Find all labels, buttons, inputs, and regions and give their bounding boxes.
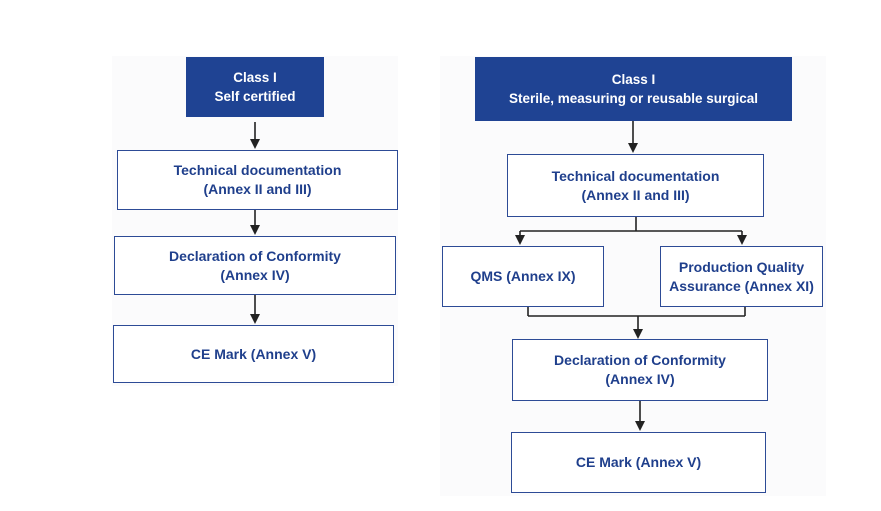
- right-header-class-i-sterile: Class I Sterile, measuring or reusable s…: [475, 57, 792, 121]
- left-header-class-i-self-certified: Class I Self certified: [186, 57, 324, 117]
- right-doc-line2: (Annex IV): [605, 371, 675, 387]
- left-techdoc-line2: (Annex II and III): [203, 181, 312, 197]
- right-qms-box: QMS (Annex IX): [442, 246, 604, 307]
- left-doc-line1: Declaration of Conformity: [169, 247, 341, 264]
- left-technical-documentation-box: Technical documentation (Annex II and II…: [117, 150, 398, 210]
- left-techdoc-line1: Technical documentation: [173, 162, 342, 178]
- right-ce-mark-box: CE Mark (Annex V): [511, 432, 766, 493]
- left-header-line2: Self certified: [214, 89, 296, 104]
- right-technical-documentation-box: Technical documentation (Annex II and II…: [507, 154, 764, 217]
- left-doc-line2: (Annex IV): [220, 266, 290, 283]
- right-declaration-of-conformity-box: Declaration of Conformity (Annex IV): [512, 339, 768, 401]
- right-pqa-line1: Production Quality: [678, 258, 805, 275]
- right-header-line1: Class I: [611, 72, 656, 87]
- left-ce-line1: CE Mark (Annex V): [190, 345, 317, 362]
- right-qms-line1: QMS (Annex IX): [470, 268, 576, 284]
- right-techdoc-line1: Technical documentation: [551, 167, 720, 184]
- right-ce-line1: CE Mark (Annex V): [575, 454, 702, 470]
- right-production-quality-assurance-box: Production Quality Assurance (Annex XI): [660, 246, 823, 307]
- left-ce-mark-box: CE Mark (Annex V): [113, 325, 394, 383]
- left-header-line1: Class I: [233, 70, 277, 85]
- right-doc-line1: Declaration of Conformity: [554, 352, 726, 368]
- right-header-line2: Sterile, measuring or reusable surgical: [508, 91, 759, 106]
- left-declaration-of-conformity-box: Declaration of Conformity (Annex IV): [114, 236, 396, 295]
- right-techdoc-line2: (Annex II and III): [581, 186, 690, 203]
- right-pqa-line2: Assurance (Annex XI): [669, 277, 814, 294]
